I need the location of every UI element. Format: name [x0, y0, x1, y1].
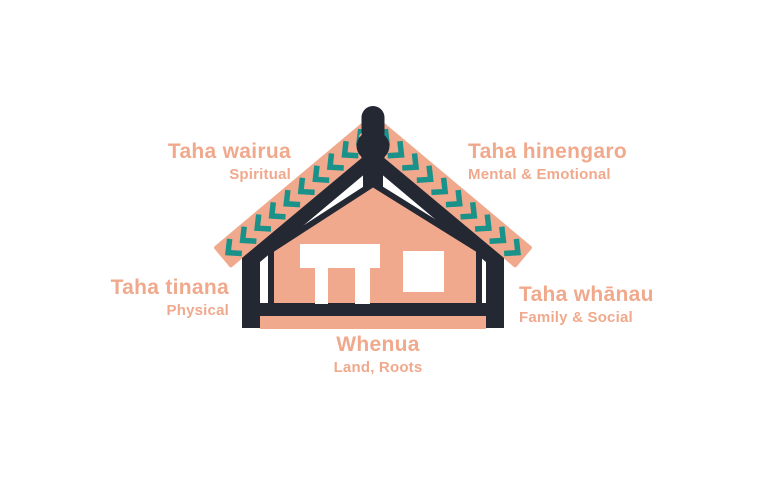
door-lintel	[300, 244, 380, 268]
door-frame-icon	[300, 244, 380, 304]
label-taha-hinengaro: Taha hinengaro Mental & Emotional	[468, 141, 627, 184]
label-taha-whanau: Taha whānau Family & Social	[519, 284, 654, 327]
window-icon	[403, 251, 444, 292]
taha-wairua-subtitle: Spiritual	[229, 166, 291, 183]
door-left-post	[315, 268, 328, 304]
whenua-subtitle: Land, Roots	[333, 359, 423, 376]
label-whenua: Whenua Land, Roots	[334, 334, 423, 377]
koruru-post	[363, 150, 383, 192]
label-taha-tinana: Taha tinana Physical	[111, 277, 229, 320]
taha-tinana-subtitle: Physical	[166, 302, 229, 319]
taha-whanau-subtitle: Family & Social	[519, 309, 633, 326]
left-band-chevrons-icon	[225, 128, 374, 257]
taha-whanau-title: Taha whānau	[519, 283, 654, 306]
taha-wairua-title: Taha wairua	[167, 140, 291, 163]
taha-hinengaro-subtitle: Mental & Emotional	[468, 166, 611, 183]
paepae-base	[260, 316, 486, 329]
taha-hinengaro-title: Taha hinengaro	[468, 140, 627, 163]
right-chevron-band	[359, 116, 532, 268]
floor-beam	[260, 303, 486, 316]
whenua-title: Whenua	[336, 333, 420, 356]
right-band-chevrons-icon	[372, 128, 521, 257]
koruru-icon	[356, 106, 390, 192]
taha-tinana-title: Taha tinana	[110, 276, 229, 299]
door-right-post	[355, 268, 370, 304]
left-chevron-band	[214, 116, 387, 268]
label-taha-wairua: Taha wairua Spiritual	[168, 141, 291, 184]
